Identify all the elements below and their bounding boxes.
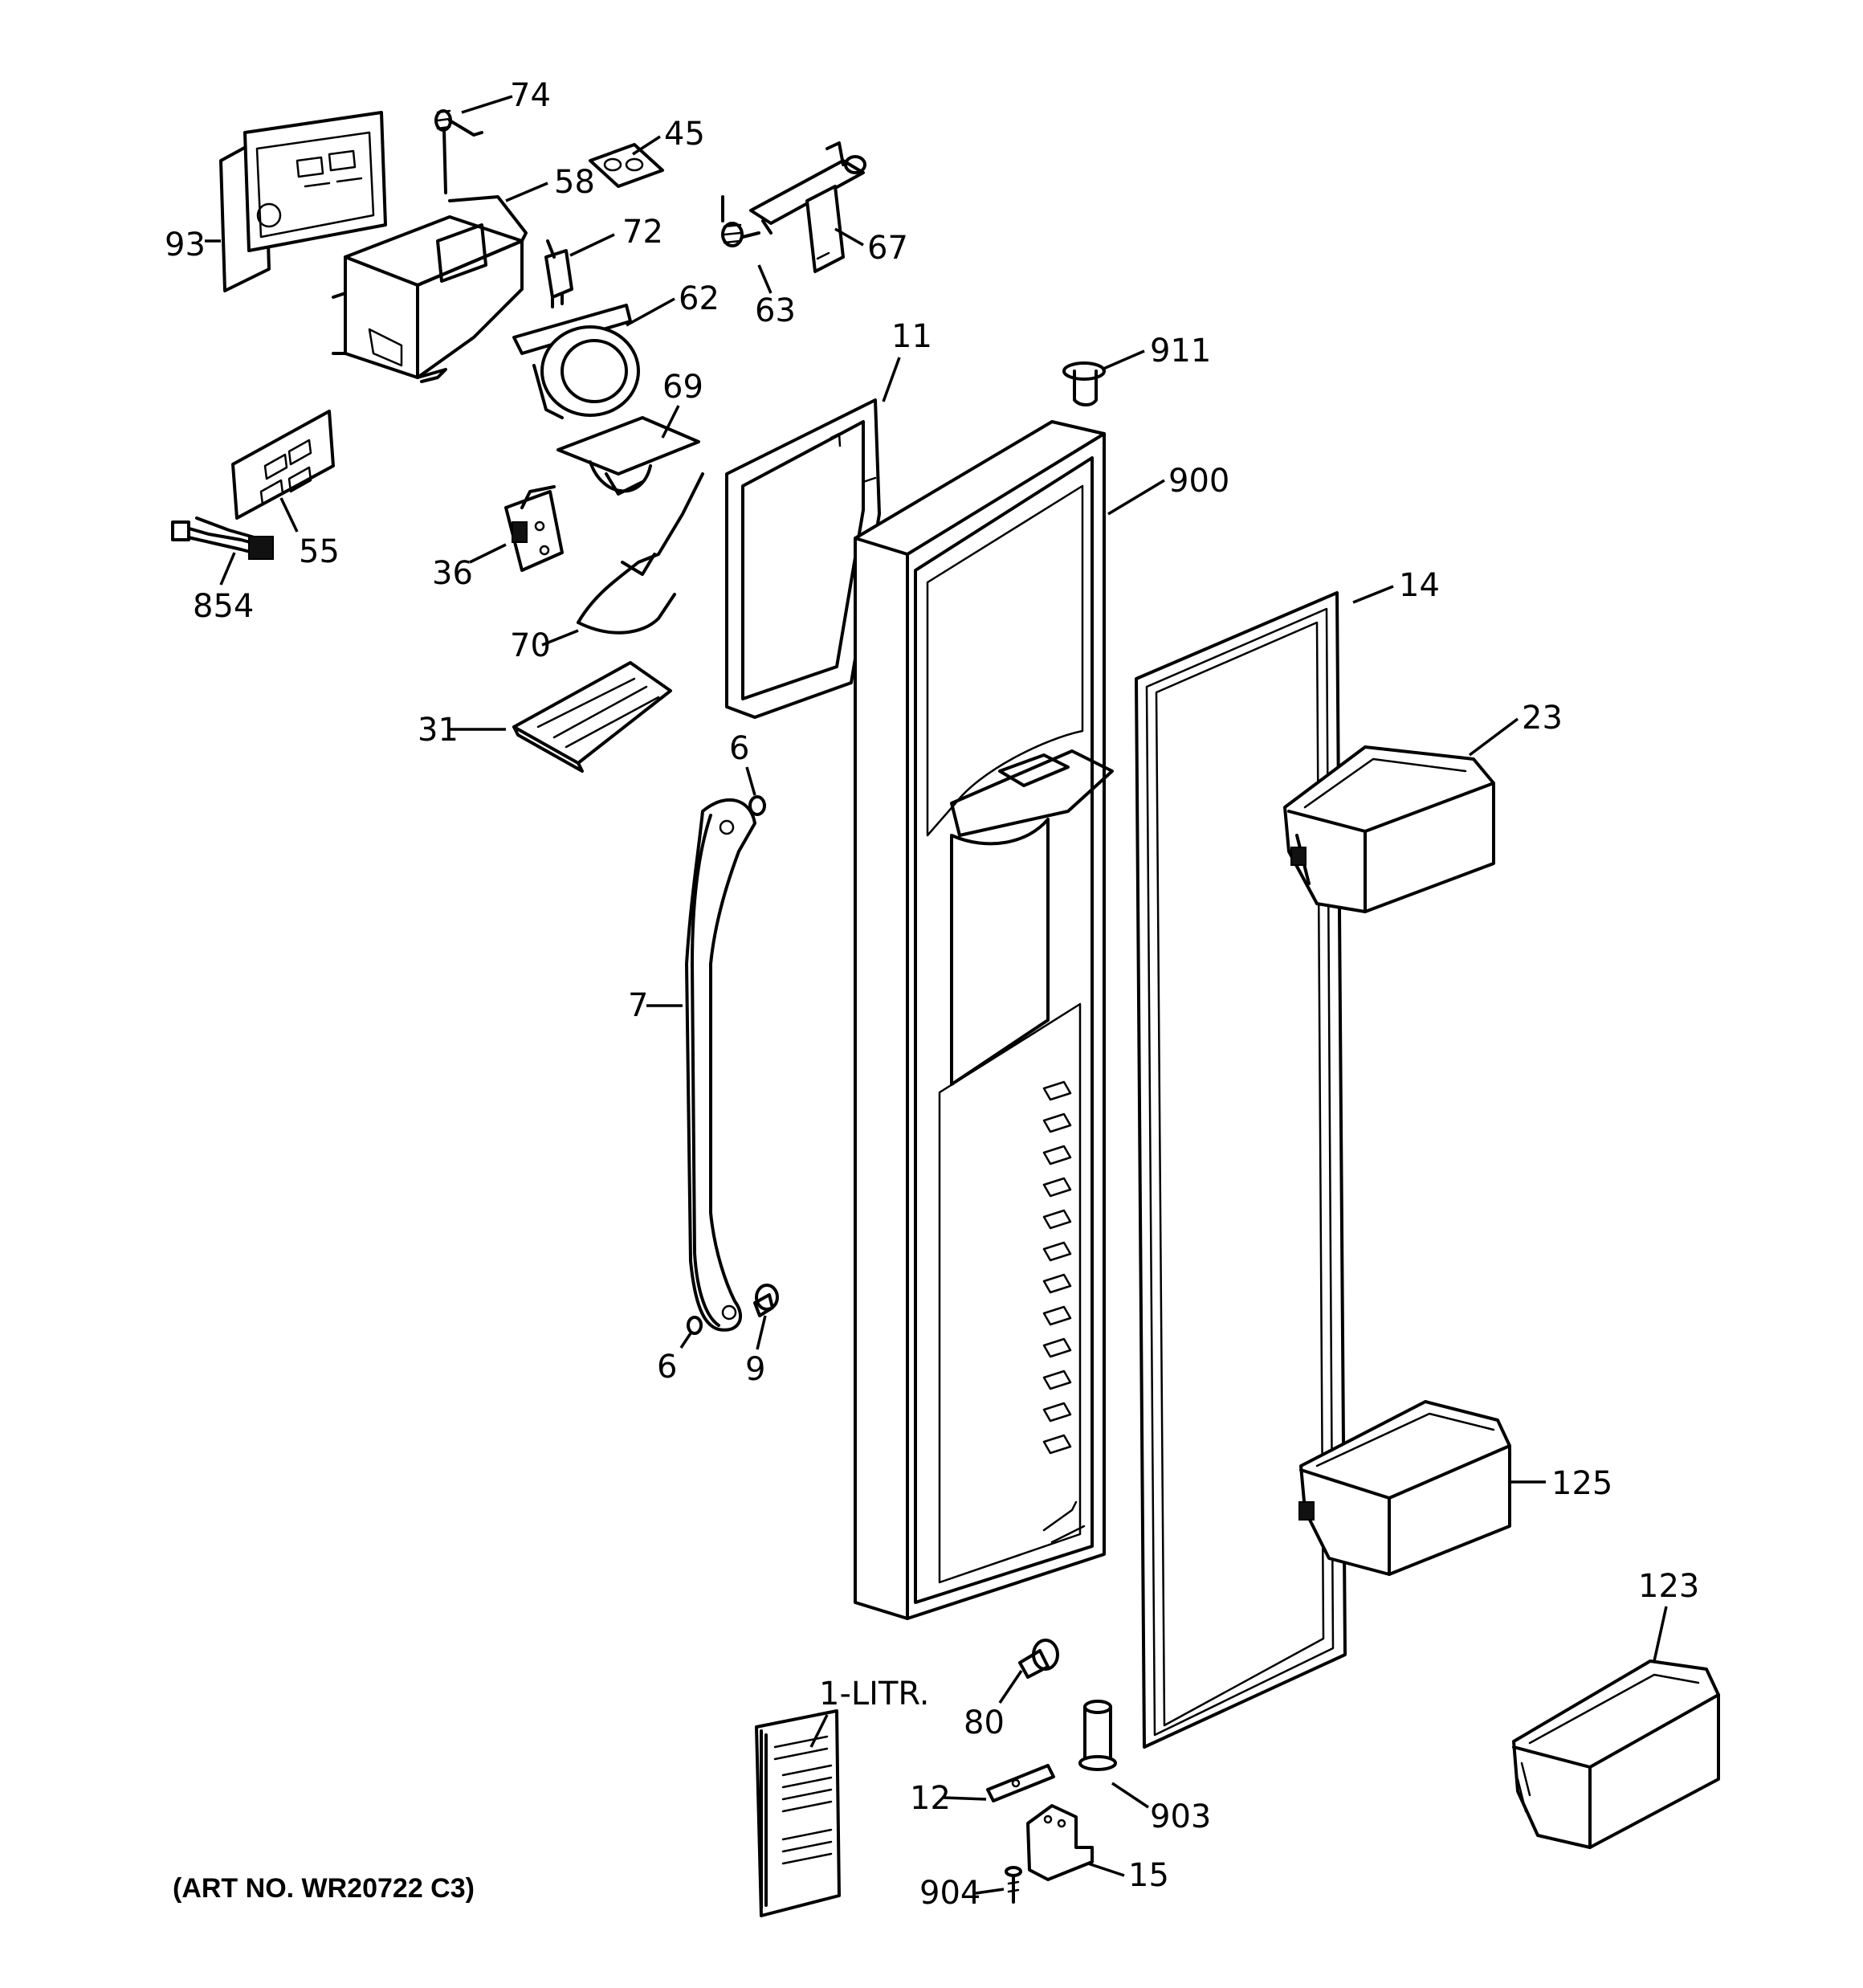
callout-55: 55 bbox=[299, 533, 340, 570]
callout-911: 911 bbox=[1150, 333, 1211, 369]
callout-904: 904 bbox=[919, 1875, 980, 1912]
callout-93: 93 bbox=[165, 227, 206, 263]
part-6-screw-bottom bbox=[687, 1316, 703, 1335]
part-12-stop-plate bbox=[986, 1764, 1055, 1802]
part-45-plate bbox=[589, 143, 664, 188]
callout-9: 9 bbox=[745, 1351, 765, 1388]
part-55-control-board bbox=[231, 410, 335, 520]
part-9-fastener bbox=[753, 1284, 779, 1317]
leader-lines bbox=[205, 95, 1668, 1895]
callout-labels: 74 45 58 93 72 67 63 62 11 911 69 55 900… bbox=[165, 77, 1699, 1912]
callout-15: 15 bbox=[1128, 1857, 1169, 1894]
callout-36: 36 bbox=[432, 555, 473, 592]
part-67-chute-door bbox=[749, 141, 866, 273]
callout-6-top: 6 bbox=[729, 730, 749, 767]
callout-123: 123 bbox=[1638, 1568, 1699, 1605]
part-70-wire-bracket bbox=[577, 472, 704, 635]
part-11-recess-frame bbox=[725, 398, 881, 719]
door-shelf-clips bbox=[1042, 1080, 1072, 1455]
part-14-gasket bbox=[1135, 591, 1347, 1749]
callout-1-litr: 1-LITR. bbox=[819, 1676, 929, 1712]
part-903-hinge-pin bbox=[1078, 1700, 1117, 1771]
art-number: (ART NO. WR20722 C3) bbox=[173, 1873, 475, 1904]
part-15-hinge-bracket bbox=[1026, 1804, 1094, 1881]
part-31-drip-grille bbox=[512, 661, 672, 773]
callout-69: 69 bbox=[662, 369, 703, 406]
callout-7: 7 bbox=[628, 987, 648, 1024]
callout-900: 900 bbox=[1168, 463, 1229, 500]
callout-74: 74 bbox=[510, 77, 551, 114]
part-93-control-panel bbox=[219, 111, 387, 292]
callout-70: 70 bbox=[510, 627, 551, 664]
part-63-spring bbox=[721, 195, 760, 247]
callout-62: 62 bbox=[679, 280, 720, 317]
part-1-litr-literature bbox=[755, 1709, 841, 1917]
callout-903: 903 bbox=[1150, 1798, 1211, 1835]
part-62-actuator-ring bbox=[512, 304, 640, 419]
part-900-door-panel bbox=[854, 420, 1114, 1620]
part-23-door-bin bbox=[1283, 745, 1495, 913]
callout-58: 58 bbox=[554, 164, 595, 201]
callout-854: 854 bbox=[193, 588, 254, 625]
part-904-screw bbox=[1005, 1866, 1022, 1904]
part-74-spring bbox=[434, 109, 483, 194]
callout-80: 80 bbox=[964, 1704, 1005, 1741]
callout-63: 63 bbox=[755, 292, 796, 329]
part-911-bushing bbox=[1062, 361, 1106, 406]
part-58-housing bbox=[332, 195, 528, 383]
callout-31: 31 bbox=[418, 712, 459, 749]
part-80-plug bbox=[1018, 1639, 1059, 1679]
part-125-door-bin bbox=[1298, 1400, 1511, 1576]
callout-45: 45 bbox=[664, 116, 705, 153]
callout-11: 11 bbox=[891, 318, 932, 355]
callout-125: 125 bbox=[1551, 1465, 1612, 1502]
callout-12: 12 bbox=[910, 1780, 951, 1817]
callout-72: 72 bbox=[622, 214, 663, 251]
part-7-handle bbox=[685, 798, 756, 1332]
part-6-screw-top bbox=[748, 795, 766, 816]
part-123-door-bin bbox=[1512, 1659, 1720, 1849]
callout-23: 23 bbox=[1522, 700, 1563, 737]
callout-6-bottom: 6 bbox=[657, 1349, 677, 1386]
part-36-solenoid bbox=[504, 485, 564, 572]
part-854-wire-harness bbox=[171, 516, 274, 560]
part-72-switch bbox=[544, 239, 573, 308]
callout-67: 67 bbox=[867, 230, 908, 267]
part-69-tray bbox=[556, 416, 700, 496]
callout-14: 14 bbox=[1399, 567, 1440, 604]
